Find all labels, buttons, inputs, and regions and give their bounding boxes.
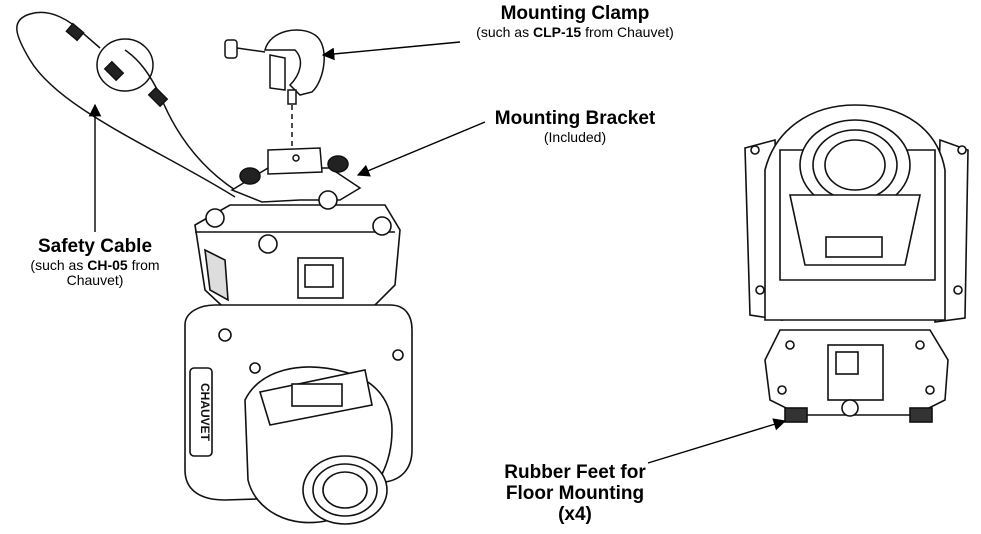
right-fixture-head (744, 104, 969, 323)
left-fixture-head: CHAUVET (184, 304, 413, 525)
mounting-bracket-subtitle: (Included) (543, 128, 607, 145)
rubber-feet-line2: Floor Mounting (505, 482, 645, 504)
clamp-arrow (321, 41, 461, 61)
mounting-bracket-label: Mounting Bracket (Included) (485, 108, 665, 145)
rubber-feet-line3: (x4) (558, 503, 592, 525)
rubber-feet-line1: Rubber Feet for (504, 462, 646, 483)
bracket-arrow (356, 121, 486, 177)
mounting-clamp-subtitle: (such as CLP-15 from Chauvet) (476, 23, 674, 40)
mounting-bracket-title: Mounting Bracket (494, 108, 656, 129)
rubber-feet-label: Rubber Feet for Floor Mounting (x4) (490, 462, 660, 526)
mounting-clamp-title: Mounting Clamp (500, 3, 650, 24)
safety-cable-label: Safety Cable (such as CH-05 from Chauvet… (10, 236, 180, 289)
right-fixture-base (764, 329, 949, 423)
safety-cable-title: Safety Cable (37, 236, 153, 257)
safety-cable-subtitle-line2: Chauvet) (66, 272, 124, 289)
left-fixture-base (194, 190, 401, 319)
callout-arrows (88, 41, 787, 464)
safety-cable-subtitle: (such as CH-05 from (30, 256, 160, 273)
mounting-clamp-label: Mounting Clamp (such as CLP-15 from Chau… (455, 3, 695, 40)
mounting-bracket-drawing (230, 147, 362, 203)
brand-text: CHAUVET (198, 383, 212, 442)
mounting-clamp-drawing (224, 29, 325, 150)
feet-arrow (647, 418, 787, 464)
safety-cable-drawing (16, 11, 236, 198)
